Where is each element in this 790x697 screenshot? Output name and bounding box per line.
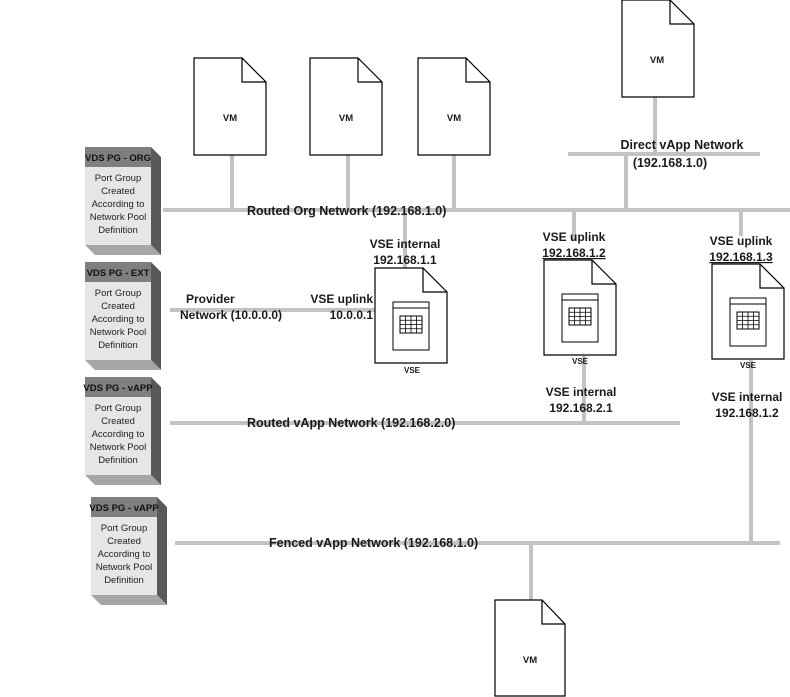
port-group-vapp-fenced[interactable]: VDS PG - vAPP Port GroupCreatedAccording … — [89, 497, 167, 605]
port-group-description-line: Created — [101, 186, 135, 197]
port-group-bottom-face — [85, 475, 161, 485]
port-group-body-bg — [85, 397, 151, 475]
direct-vapp-network-subnet: (192.168.1.0) — [633, 156, 707, 170]
vm-label: VM — [650, 55, 664, 66]
port-group-description-line: Network Pool — [90, 442, 147, 453]
port-group-side-face — [157, 497, 167, 605]
port-group-header: VDS PG - EXT — [87, 268, 150, 279]
vse3-internal-ip: 192.168.1.2 — [715, 406, 779, 420]
port-group-header-bg — [91, 497, 157, 517]
port-group-side-face — [151, 377, 161, 485]
vse-label: VSE — [740, 361, 757, 370]
vse3-internal-title: VSE internal — [712, 390, 783, 404]
vm-node[interactable]: VM — [193, 57, 267, 156]
port-group-body-bg — [85, 167, 151, 245]
port-group-description-line: Port Group — [95, 403, 141, 414]
vm-label: VM — [523, 655, 537, 666]
port-group-description-line: According to — [92, 429, 145, 440]
port-group-bottom-face — [85, 245, 161, 255]
provider-network-subnet: Network (10.0.0.0) — [180, 308, 282, 322]
vse-node[interactable]: VSE — [543, 259, 617, 366]
vm-document-icon — [494, 599, 566, 697]
vm-node-fenced[interactable]: VM — [494, 599, 566, 697]
port-group-side-face — [151, 262, 161, 370]
vse2-uplink-ip: 192.168.1.2 — [542, 246, 606, 260]
vm-document-icon — [621, 0, 695, 98]
routed-org-network-label: Routed Org Network (192.168.1.0) — [247, 204, 446, 218]
port-group-description-line: According to — [98, 549, 151, 560]
port-group-description-line: According to — [92, 314, 145, 325]
vse2-uplink-title: VSE uplink — [543, 230, 606, 244]
vm-label: VM — [447, 113, 461, 124]
port-group-header-bg — [85, 377, 151, 397]
vse-node[interactable]: VSE — [374, 267, 448, 375]
vse-label: VSE — [572, 357, 589, 366]
table-icon — [561, 293, 599, 343]
port-group-description-line: Network Pool — [90, 212, 147, 223]
port-group-description-line: Port Group — [95, 288, 141, 299]
port-group-header: VDS PG - vAPP — [83, 383, 153, 394]
vm-node-direct[interactable]: VM — [621, 0, 695, 98]
vse3-uplink-title: VSE uplink — [710, 234, 773, 248]
port-group-bottom-face — [91, 595, 167, 605]
port-group-header-bg — [85, 262, 151, 282]
vm-label: VM — [339, 113, 353, 124]
routed-vapp-network-label: Routed vApp Network (192.168.2.0) — [247, 416, 455, 430]
provider-network-label: Provider — [186, 292, 235, 306]
port-group-description-line: Created — [101, 416, 135, 427]
vse3-uplink-ip: 192.168.1.3 — [709, 250, 773, 264]
port-group-bottom-face — [85, 360, 161, 370]
vm-document-icon — [309, 57, 383, 156]
vm-document-icon — [193, 57, 267, 156]
port-group-side-face — [151, 147, 161, 255]
port-group-header: VDS PG - ORG — [85, 153, 151, 164]
vse-label: VSE — [404, 366, 421, 375]
port-group-header-bg — [85, 147, 151, 167]
port-group-body-bg — [91, 517, 157, 595]
port-group-description-line: Definition — [98, 455, 138, 466]
port-group-description-line: Port Group — [101, 523, 147, 534]
vse1-uplink-ip: 10.0.0.1 — [330, 308, 374, 322]
fenced-vapp-network-label: Fenced vApp Network (192.168.1.0) — [269, 536, 478, 550]
port-group-description-line: Network Pool — [96, 562, 153, 573]
port-group-header: VDS PG - vAPP — [89, 503, 159, 514]
port-group-description-line: Definition — [104, 575, 144, 586]
table-icon — [729, 297, 767, 347]
port-group-body-bg — [85, 282, 151, 360]
vse2-internal-title: VSE internal — [546, 385, 617, 399]
direct-vapp-network-label: Direct vApp Network — [621, 138, 744, 152]
vse2-internal-ip: 192.168.2.1 — [549, 401, 613, 415]
vm-node[interactable]: VM — [309, 57, 383, 156]
vm-label: VM — [223, 113, 237, 124]
port-group-description-line: Port Group — [95, 173, 141, 184]
port-group-vapp-routed[interactable]: VDS PG - vAPP Port GroupCreatedAccording … — [83, 377, 161, 485]
vm-document-icon — [417, 57, 491, 156]
vse1-internal-ip: 192.168.1.1 — [373, 253, 437, 267]
wires — [163, 97, 790, 600]
vse-node[interactable]: VSE — [711, 263, 785, 370]
vm-node[interactable]: VM — [417, 57, 491, 156]
table-icon — [392, 301, 430, 351]
vse1-uplink-title: VSE uplink — [310, 292, 373, 306]
port-group-description-line: Definition — [98, 225, 138, 236]
port-group-description-line: Created — [107, 536, 141, 547]
port-group-description-line: According to — [92, 199, 145, 210]
port-group-description-line: Created — [101, 301, 135, 312]
port-group-description-line: Definition — [98, 340, 138, 351]
port-group-description-line: Network Pool — [90, 327, 147, 338]
vse1-internal-title: VSE internal — [370, 237, 441, 251]
